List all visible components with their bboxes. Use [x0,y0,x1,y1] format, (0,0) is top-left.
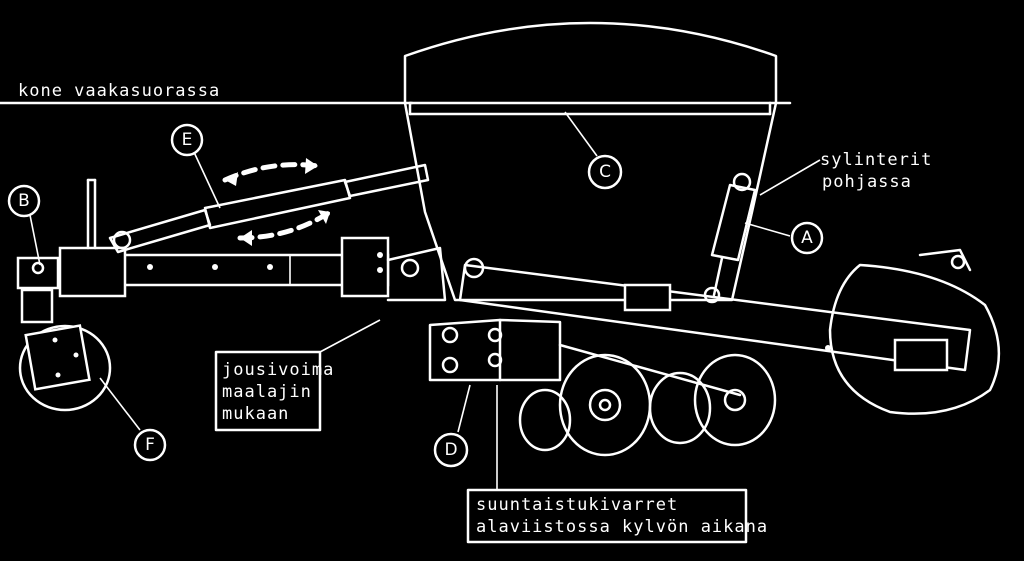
marker-b: B [7,184,41,218]
spring-force-line-1: jousivoima [222,360,334,380]
rear-wheel [828,248,1001,415]
spring-force-box: jousivoima maalajin mukaan [214,350,334,432]
parallel-arms-box: suuntaistukivarret alaviistossa kylvön a… [466,488,768,544]
svg-text:C: C [599,162,611,182]
svg-text:F: F [145,435,155,455]
marker-e: E [170,123,204,157]
parallel-arms-line-1: suuntaistukivarret [476,495,678,515]
svg-text:D: D [444,440,457,460]
marker-f: F [133,428,167,462]
cylinder-a [703,172,757,304]
horizontal-reference: kone vaakasuorassa [0,81,792,105]
hydraulic-cylinder-e [108,158,430,254]
svg-text:B: B [18,191,30,211]
spring-force-line-2: maalajin [222,382,312,402]
coulter-discs [518,353,777,457]
hopper [403,21,778,302]
marker-d: D [433,432,469,468]
marker-c: C [587,154,623,190]
coulter-unit-d [428,318,742,397]
hitch-frame [16,178,447,302]
cylinders-label-line-2: pohjassa [822,172,912,192]
svg-text:E: E [182,130,193,150]
leader-lines [29,111,821,490]
horizontal-label: kone vaakasuorassa [18,81,220,101]
parallel-arms-line-2: alaviistossa kylvön aikana [476,517,768,537]
svg-text:A: A [801,228,813,248]
cylinders-label: sylinterit pohjassa [820,150,932,192]
marker-a: A [790,221,824,255]
main-frame [458,257,972,372]
spring-force-line-3: mukaan [222,404,289,424]
front-wheel-f [18,288,112,412]
cylinders-label-line-1: sylinterit [820,150,932,170]
